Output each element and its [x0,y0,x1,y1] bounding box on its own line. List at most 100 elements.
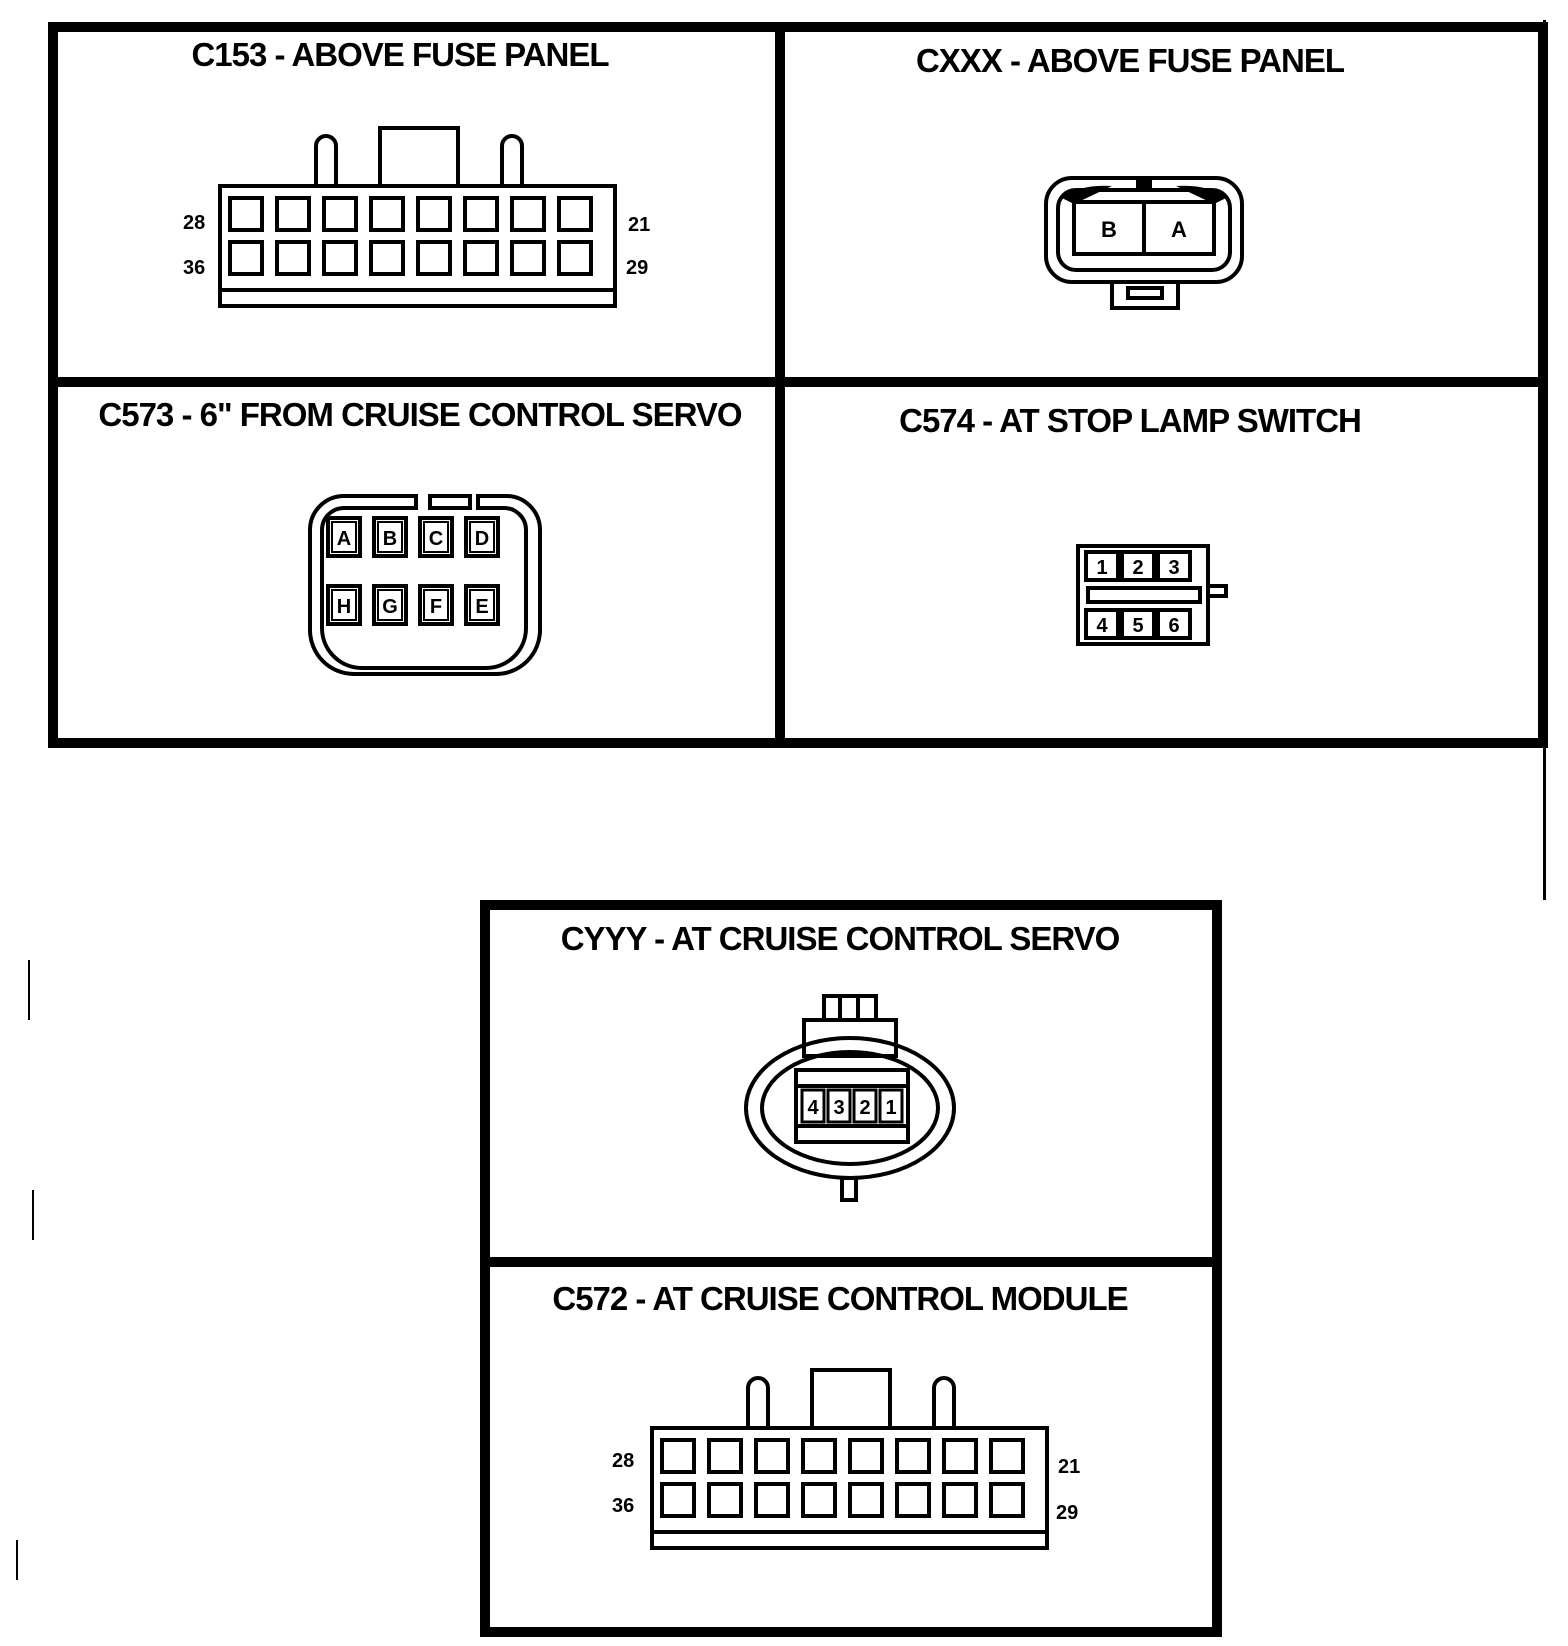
cyyy-title: CYYY - AT CRUISE CONTROL SERVO [560,920,1121,957]
cyyy-cavity-box [800,1088,826,1124]
cyyy-cavity-label: 2 [859,1097,870,1119]
c573-cavity-box [418,584,454,626]
c573-cavity-inner [331,589,357,621]
c573-cavity-label: A [337,528,351,550]
c572-pin-cavity [754,1482,790,1518]
c573-cavity-box [464,516,500,558]
c573-cavity-box [418,516,454,558]
cyyy-cavity-label: 3 [833,1097,844,1119]
c574-cavity-label: 4 [1096,615,1108,637]
c574-title: C574 - AT STOP LAMP SWITCH [899,402,1362,439]
c573-cavity-inner [423,589,449,621]
c572-pin-grid [660,1438,1025,1518]
c574-cavity-label: 3 [1168,557,1179,579]
c572-pin-cavity [895,1438,931,1474]
c572-pin-cavity [895,1482,931,1518]
cxxx-connector: B A [1044,176,1244,310]
bottom-connector-box [480,900,1222,1637]
cyyy-cavity-box [852,1088,878,1124]
c573-title: C573 - 6" FROM CRUISE CONTROL SERVO [98,396,742,433]
c153-pin-cavity [510,196,546,232]
scan-edge-line [1543,20,1546,900]
cyyy-cavity-label: 1 [885,1097,896,1119]
c573-cavity-label: D [475,528,489,550]
c153-label-36: 36 [183,257,206,279]
c574-cavity-label: 1 [1096,557,1107,579]
c153-pin-cavity [275,240,311,276]
c573-cavity-box [464,584,500,626]
c573-cavity-label: H [337,596,351,618]
c574-cavity-box [1120,550,1156,582]
c572-title: C572 - AT CRUISE CONTROL MODULE [552,1280,1128,1317]
c574-cavity-box [1156,608,1192,640]
c573-cavity-box [372,584,408,626]
cxxx-title: CXXX - ABOVE FUSE PANEL [915,42,1345,79]
grid-horizontal-divider [48,377,1548,387]
c153-pin-cavity [228,196,264,232]
c153-pin-grid [228,196,593,276]
c573-cavity-label: E [475,596,488,618]
c572-pin-cavity [801,1438,837,1474]
cyyy-cavity-box [826,1088,852,1124]
c574-cavity-box [1156,550,1192,582]
c574-cavity-label: 2 [1132,557,1143,579]
c573-cavity-inner [469,521,495,553]
c572-pin-cavity [754,1438,790,1474]
cxxx-cavity-a: A [1171,217,1187,242]
c572-pin-cavity [801,1482,837,1518]
c572-pin-cavity [660,1482,696,1518]
c153-pin-cavity [369,240,405,276]
c153-pin-cavity [557,196,593,232]
bottom-box-divider [480,1257,1222,1267]
c153-pin-cavity [275,196,311,232]
c574-cavity-label: 6 [1168,615,1179,637]
c574-cavity-grid: 1 2 3 4 5 6 [1084,550,1192,640]
c572-pin-cavity [989,1438,1025,1474]
c573-cavity-box [326,516,362,558]
c573-cavity-inner [377,521,403,553]
c153-label-29: 29 [626,257,649,279]
c572-pin-cavity [942,1438,978,1474]
c153-pin-cavity [416,240,452,276]
c574-cavity-box [1120,608,1156,640]
c153-label-28: 28 [183,212,206,234]
cyyy-cavity-label: 4 [807,1097,819,1119]
cxxx-cavity-b: B [1101,217,1117,242]
c153-pin-cavity [463,240,499,276]
c573-cavity-label: G [382,596,398,618]
c572-pin-cavity [942,1482,978,1518]
c572-pin-cavity [848,1438,884,1474]
c572-pin-cavity [989,1482,1025,1518]
c572-pin-cavity [848,1482,884,1518]
scan-edge-line [16,1540,18,1580]
cyyy-cavity-box [878,1088,904,1124]
c573-cavity-label: B [383,528,397,550]
c572-label-36: 36 [612,1495,635,1517]
c573-cavity-box [372,516,408,558]
c573-cavity-inner [331,521,357,553]
c574-connector: 1 2 3 4 5 6 [1076,544,1228,646]
c153-pin-cavity [369,196,405,232]
c153-pin-cavity [322,240,358,276]
c573-cavity-inner [469,589,495,621]
c573-cavity-label: C [429,528,443,550]
c153-pin-cavity [557,240,593,276]
c572-label-21: 21 [1058,1456,1081,1478]
c153-title: C153 - ABOVE FUSE PANEL [191,36,609,73]
c153-pin-cavity [510,240,546,276]
c573-cavity-box [326,584,362,626]
c153-pin-cavity [416,196,452,232]
c572-pin-cavity [660,1438,696,1474]
c574-cavity-label: 5 [1132,615,1143,637]
c574-cavity-box [1084,550,1120,582]
c153-pin-cavity [322,196,358,232]
scan-edge-line [28,960,30,1020]
c573-cavity-inner [377,589,403,621]
c574-cavity-box [1084,608,1120,640]
c572-label-28: 28 [612,1450,635,1472]
c153-connector [218,126,617,308]
